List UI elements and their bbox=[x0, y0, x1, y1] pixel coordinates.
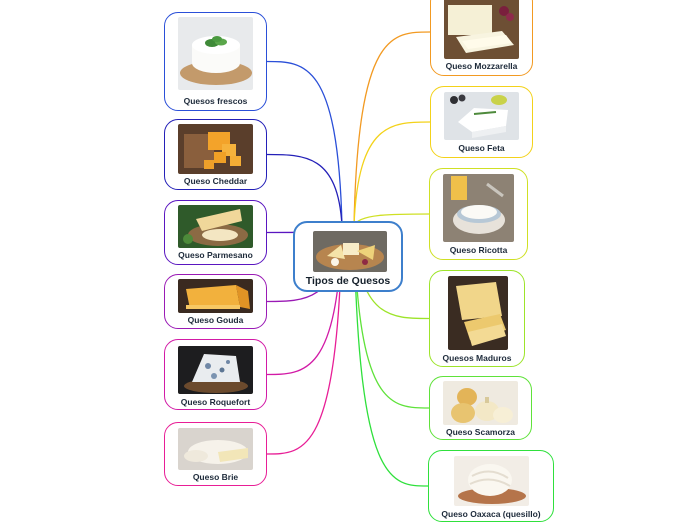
node-label: Queso Ricotta bbox=[449, 245, 508, 255]
node-label: Queso Brie bbox=[192, 472, 239, 482]
aged-cheese-icon bbox=[448, 276, 508, 350]
fresh-cheese-image bbox=[178, 17, 253, 90]
node-queso-ricotta[interactable]: Queso Ricotta bbox=[429, 168, 528, 260]
roquefort-icon bbox=[178, 346, 253, 394]
ricotta-icon bbox=[443, 174, 514, 242]
connector-frescos bbox=[266, 60, 343, 227]
central-topic-label: Tipos de Quesos bbox=[305, 275, 391, 287]
node-queso-mozzarella[interactable]: Queso Mozzarella bbox=[430, 0, 533, 76]
node-queso-scamorza[interactable]: Queso Scamorza bbox=[429, 376, 532, 440]
central-topic[interactable]: Tipos de Quesos bbox=[293, 221, 403, 292]
node-queso-cheddar[interactable]: Queso Cheddar bbox=[164, 119, 267, 190]
connector-feta bbox=[353, 121, 431, 227]
node-label: Queso Mozzarella bbox=[445, 61, 518, 71]
node-label: Queso Roquefort bbox=[180, 397, 251, 407]
oaxaca-icon bbox=[454, 456, 529, 506]
cheese-board-icon bbox=[313, 231, 387, 272]
ricotta-image bbox=[443, 174, 514, 242]
gouda-image bbox=[178, 279, 253, 313]
connector-oaxaca bbox=[353, 225, 429, 487]
node-label: Queso Parmesano bbox=[178, 250, 253, 260]
parmesan-image bbox=[178, 205, 253, 248]
roquefort-image bbox=[178, 346, 253, 394]
feta-icon bbox=[444, 92, 519, 140]
parmesan-icon bbox=[178, 205, 253, 248]
brie-image bbox=[178, 428, 253, 470]
node-label: Queso Gouda bbox=[187, 315, 244, 325]
brie-wheel-icon bbox=[178, 428, 253, 470]
node-queso-gouda[interactable]: Queso Gouda bbox=[164, 274, 267, 329]
connector-brie bbox=[266, 225, 343, 455]
scamorza-image bbox=[443, 381, 518, 425]
mozzarella-icon bbox=[444, 0, 519, 59]
node-label: Queso Oaxaca (quesillo) bbox=[441, 509, 541, 519]
node-queso-oaxaca[interactable]: Queso Oaxaca (quesillo) bbox=[428, 450, 554, 522]
node-queso-parmesano[interactable]: Queso Parmesano bbox=[164, 200, 267, 265]
node-label: Quesos Maduros bbox=[442, 353, 512, 363]
cheddar-cubes-icon bbox=[178, 124, 253, 174]
connector-cheddar bbox=[266, 153, 343, 227]
fresh-cheese-icon bbox=[178, 17, 253, 90]
node-queso-brie[interactable]: Queso Brie bbox=[164, 422, 267, 486]
node-label: Queso Scamorza bbox=[446, 427, 515, 437]
feta-image bbox=[444, 92, 519, 140]
node-quesos-frescos[interactable]: Quesos frescos bbox=[164, 12, 267, 111]
scamorza-icon bbox=[443, 381, 518, 425]
node-queso-roquefort[interactable]: Queso Roquefort bbox=[164, 339, 267, 410]
node-label: Queso Feta bbox=[458, 143, 505, 153]
mozzarella-image bbox=[444, 0, 519, 59]
node-queso-feta[interactable]: Queso Feta bbox=[430, 86, 533, 158]
connector-mozzarella bbox=[353, 31, 431, 227]
cheddar-image bbox=[178, 124, 253, 174]
aged-cheese-image bbox=[448, 276, 508, 350]
oaxaca-image bbox=[454, 456, 529, 506]
node-quesos-maduros[interactable]: Quesos Maduros bbox=[429, 270, 525, 367]
gouda-wedge-icon bbox=[178, 279, 253, 313]
node-label: Queso Cheddar bbox=[183, 176, 248, 186]
node-label: Quesos frescos bbox=[183, 96, 248, 106]
center-cheese-board-image bbox=[313, 231, 387, 272]
